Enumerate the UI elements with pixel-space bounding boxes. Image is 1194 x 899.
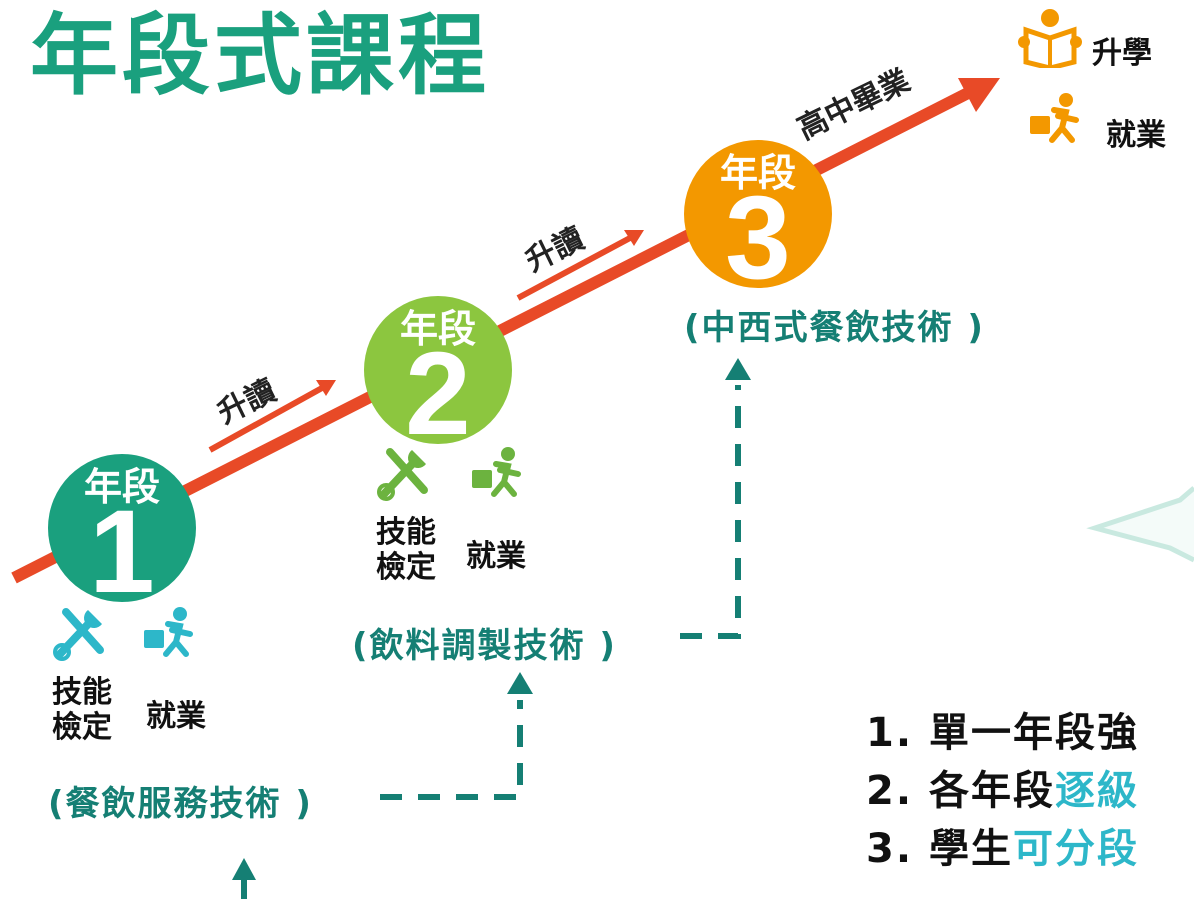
level-2-skill-label: 技能 檢定 bbox=[376, 515, 436, 585]
promo-arrow-2-head bbox=[624, 230, 644, 246]
level-2-number: 2 bbox=[405, 328, 471, 460]
level-1-job-label: 就業 bbox=[146, 699, 206, 734]
tools-icon bbox=[52, 604, 112, 666]
level-1-number: 1 bbox=[89, 486, 155, 618]
point-1: 1. 單一年段強 bbox=[866, 700, 1139, 758]
point-2-highlight: 逐級 bbox=[1054, 768, 1139, 814]
level-1-skill-text: 技能 檢定 bbox=[52, 675, 112, 745]
level-1-circle: 年段 1 bbox=[48, 454, 196, 618]
runner-icon bbox=[138, 604, 198, 666]
tools-icon bbox=[376, 444, 436, 506]
dashed-connector-2 bbox=[680, 385, 741, 639]
legend-study-label: 升學 bbox=[1092, 36, 1152, 71]
level-2-job-label: 就業 bbox=[466, 539, 526, 574]
promo-arrow-1-head bbox=[316, 380, 336, 396]
level-2-circle: 年段 2 bbox=[364, 296, 512, 460]
level-3-label: 年段 bbox=[719, 151, 796, 195]
level-3-number: 3 bbox=[725, 172, 791, 304]
dashed-arrow-head-2 bbox=[725, 358, 751, 380]
level-2-skill-text: 技能 檢定 bbox=[376, 515, 436, 585]
bottom-up-arrow-head bbox=[232, 858, 256, 880]
point-3: 3. 學生可分段 bbox=[866, 816, 1139, 874]
page-title: 年段式課程 bbox=[30, 4, 491, 107]
book-reader-icon bbox=[1016, 6, 1084, 72]
course-level-2: (飲料調製技術 ) bbox=[352, 626, 617, 666]
point-1-text: 1. 單一年段強 bbox=[866, 710, 1139, 756]
point-3-text: 3. 學生 bbox=[866, 826, 1013, 872]
runner-icon bbox=[466, 444, 526, 506]
point-3-highlight: 可分段 bbox=[1012, 826, 1139, 872]
course-level-3: (中西式餐飲技術 ) bbox=[684, 308, 985, 348]
level-1-label: 年段 bbox=[83, 465, 160, 509]
level-3-circle: 年段 3 bbox=[684, 140, 832, 304]
runner-icon bbox=[1024, 90, 1084, 152]
legend-job-label: 就業 bbox=[1106, 118, 1166, 153]
level-1-skill-label: 技能 檢定 bbox=[52, 675, 112, 745]
callout-bubble bbox=[1086, 486, 1194, 563]
point-2-text: 2. 各年段 bbox=[866, 768, 1055, 814]
course-level-1: (餐飲服務技術 ) bbox=[48, 784, 313, 824]
dashed-connector-1 bbox=[380, 700, 523, 800]
promo-arrow-2 bbox=[516, 235, 632, 301]
main-arrow-head bbox=[958, 78, 1000, 112]
dashed-arrow-head-1 bbox=[507, 672, 533, 694]
point-2: 2. 各年段逐級 bbox=[866, 758, 1139, 816]
level-2-label: 年段 bbox=[399, 307, 476, 351]
promo-arrow-1 bbox=[208, 385, 324, 453]
